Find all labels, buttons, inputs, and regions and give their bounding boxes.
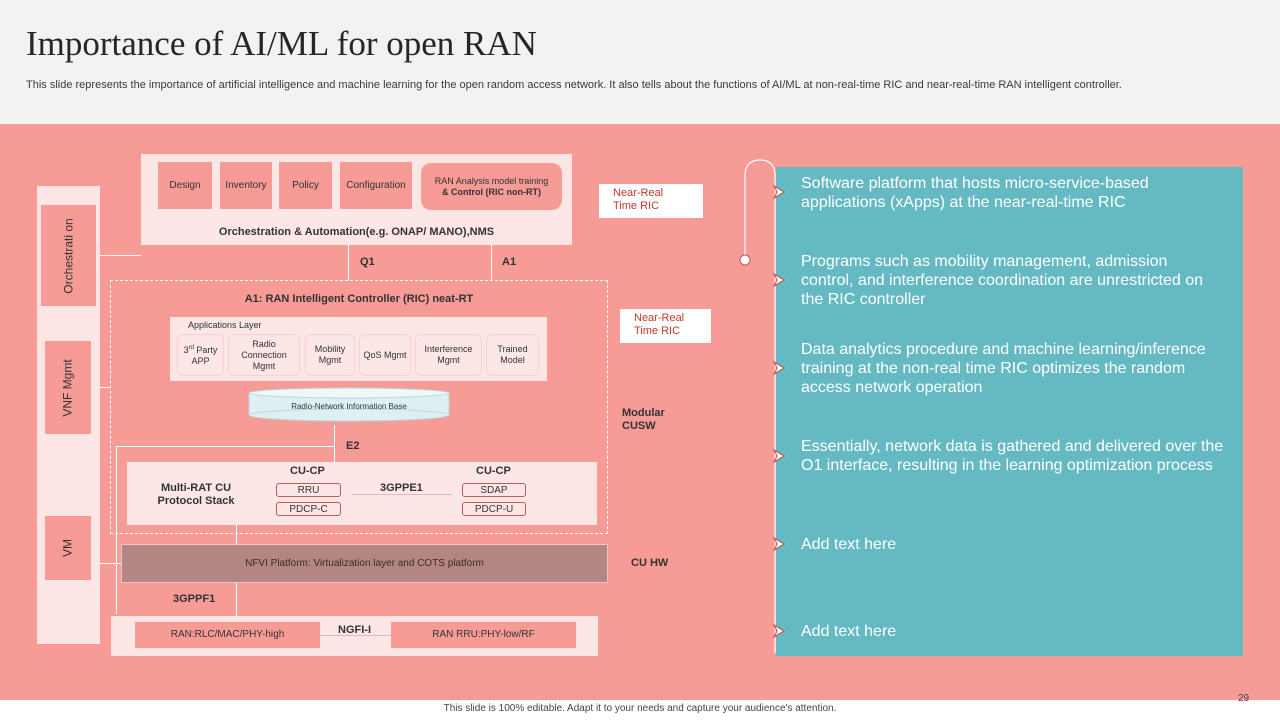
sdap-box: SDAP <box>462 483 526 497</box>
header-bar <box>0 0 1280 124</box>
vnf-mgmt-label: VNF Mgmt <box>60 358 75 417</box>
policy-box: Policy <box>279 162 332 209</box>
ric-dashed-container <box>110 280 608 534</box>
point-text-5: Add text here <box>801 536 897 553</box>
cu-cp-label-1: CU-CP <box>290 465 325 477</box>
e2-horizontal-line <box>116 446 335 447</box>
cu-cp-label-2: CU-CP <box>476 465 511 477</box>
cu-hw-label: CU HW <box>631 557 669 569</box>
app-interference: Interference Mgmt <box>415 334 482 376</box>
gppe1-line <box>352 494 452 495</box>
app-radio-connection: Radio Connection Mgmt <box>228 334 300 376</box>
app-qos: QoS Mgmt <box>359 334 411 376</box>
app-third-party: 3rd Party APP <box>177 334 224 376</box>
rnib-cylinder <box>248 387 450 422</box>
point-text-4: Essentially, network data is gathered an… <box>801 438 1224 474</box>
ngfi-line <box>320 635 391 636</box>
ran-high-box: RAN:RLC/MAC/PHY-high <box>135 622 320 648</box>
ran-low-box: RAN RRU:PHY-low/RF <box>391 622 576 648</box>
ngfi-label: NGFI-I <box>338 624 371 636</box>
app-trained-model: Trained Model <box>486 334 539 376</box>
vm-to-nfvi-connector <box>100 563 121 564</box>
left-vertical-line <box>116 446 117 614</box>
a1-label: A1 <box>502 256 517 268</box>
q1-label: Q1 <box>360 256 375 268</box>
e2-label: E2 <box>346 440 360 452</box>
point-marker-1 <box>772 184 786 200</box>
point-text-3: Data analytics procedure and machine lea… <box>801 341 1206 396</box>
rru-box: RRU <box>276 483 341 497</box>
ran-analysis-box: RAN Analysis model training & Control (R… <box>421 163 562 210</box>
orchestration-side-box: Orchestrati on <box>41 205 96 306</box>
near-real-time-ric-label-1: Near-Real Time RIC <box>599 184 703 218</box>
page-number: 29 <box>1238 693 1250 704</box>
ric-title: A1: RAN Intelligent Controller (RIC) nea… <box>244 293 474 305</box>
nfvi-platform: NFVI Platform: Virtualization layer and … <box>121 544 608 583</box>
point-text-2: Programs such as mobility management, ad… <box>801 253 1204 308</box>
q1-connector <box>348 245 349 281</box>
app-third-party-text: Party <box>193 345 218 355</box>
point-marker-3 <box>772 360 786 376</box>
applications-layer-label: Applications Layer <box>188 320 262 330</box>
e2-connector <box>334 425 335 462</box>
orchestration-label: Orchestration & Automation(e.g. ONAP/ MA… <box>218 226 495 238</box>
slide-title: Importance of AI/ML for open RAN <box>26 24 537 63</box>
app-third-party-num: 3 <box>183 345 189 355</box>
a1-connector <box>491 245 492 281</box>
app-third-party-sup: rd <box>188 345 194 351</box>
modular-cusw-label: Modular CUSW <box>622 407 665 432</box>
rnib-label: Radio-Network Information Base <box>291 402 407 411</box>
multi-rat-cu-block <box>127 462 597 525</box>
slide-subtitle: This slide represents the importance of … <box>26 79 1122 91</box>
point-text-6: Add text here <box>801 623 897 640</box>
points-panel <box>776 167 1243 656</box>
app-mobility: Mobility Mgmt <box>305 334 355 376</box>
timeline-line <box>739 159 776 653</box>
ran-analysis-line1: RAN Analysis model training <box>434 175 549 186</box>
vnf-to-ric-connector <box>100 387 111 388</box>
footer-note: This slide is 100% editable. Adapt it to… <box>443 703 837 714</box>
vm-label: VM <box>60 539 75 557</box>
point-marker-2 <box>772 272 786 288</box>
design-box: Design <box>158 162 212 209</box>
ran-analysis-line2: & Control (RIC non-RT) <box>442 186 541 197</box>
cu-to-nfvi-connector <box>236 525 237 544</box>
vnf-mgmt-box: VNF Mgmt <box>45 341 91 434</box>
multi-rat-cu-label: Multi-RAT CU Protocol Stack <box>157 482 235 507</box>
near-real-time-ric-label-2: Near-Real Time RIC <box>620 309 711 343</box>
point-marker-6 <box>772 623 786 639</box>
gppf1-connector <box>236 583 237 616</box>
inventory-box: Inventory <box>220 162 272 209</box>
vm-box: VM <box>45 516 91 580</box>
point-marker-5 <box>772 536 786 552</box>
app-third-party-app: APP <box>191 356 210 366</box>
pdcp-u-box: PDCP-U <box>462 502 526 516</box>
point-text-1: Software platform that hosts micro-servi… <box>801 175 1149 211</box>
gppf1-label: 3GPPF1 <box>173 593 216 605</box>
orchestration-side-label: Orchestrati on <box>61 217 75 294</box>
gppe1-label: 3GPPE1 <box>380 482 423 494</box>
pdcp-c-box: PDCP-C <box>276 502 341 516</box>
orchestration-connector <box>100 255 141 256</box>
configuration-box: Configuration <box>340 162 412 209</box>
point-marker-4 <box>772 448 786 464</box>
